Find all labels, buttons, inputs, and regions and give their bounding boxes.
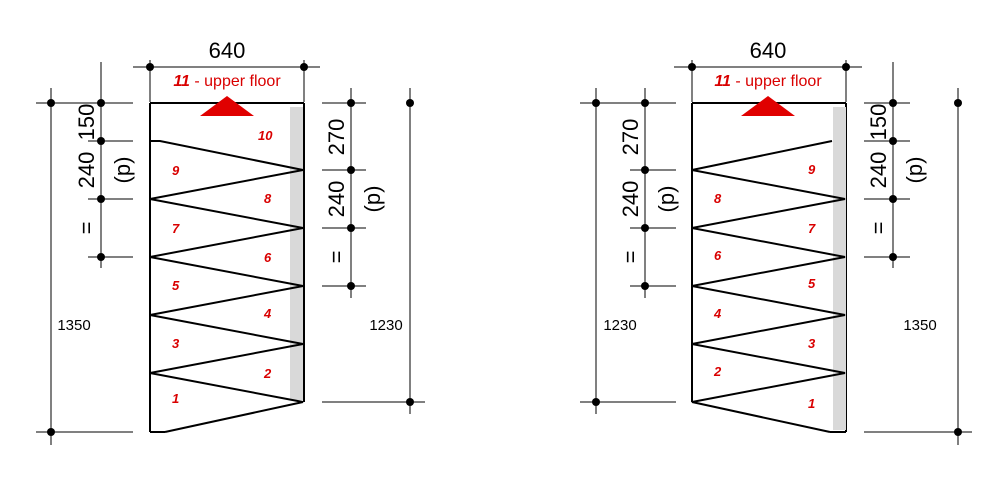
right-step-1: 1 (808, 396, 815, 411)
right-upper-floor-label: 11 - upper floor (714, 73, 822, 90)
right-step-7: 7 (808, 221, 816, 236)
left-upper-floor-label: 11 - upper floor (173, 73, 281, 90)
left-p-top: (p) (110, 157, 135, 184)
left-dim-240: 240 (74, 152, 99, 189)
left-side-equal: = (618, 251, 643, 264)
left-step-10: 10 (258, 128, 273, 143)
right-stair-plan: 640 11 - upper floor 1 2 3 4 5 6 7 8 9 1… (580, 38, 972, 445)
right-dim-150: 150 (866, 104, 891, 141)
left-stair-plan: 640 11 - upper floor 1 2 3 4 5 6 7 8 9 1… (36, 38, 425, 445)
left-side-dim-270: 270 (618, 119, 643, 156)
left-equal: = (74, 222, 99, 235)
right-total-len: 1350 (903, 317, 936, 334)
left-run-len: 1230 (369, 317, 402, 334)
left-step-9: 9 (172, 163, 180, 178)
right-step-2: 2 (713, 364, 722, 379)
right-up-arrow-icon (741, 96, 795, 116)
left-step-4: 4 (263, 306, 272, 321)
right-side-dim-240: 240 (324, 181, 349, 218)
right-step-9: 9 (808, 162, 816, 177)
left-step-5: 5 (172, 278, 180, 293)
right-step-3: 3 (808, 336, 816, 351)
right-step-6: 6 (714, 248, 722, 263)
left-dim-150: 150 (74, 104, 99, 141)
left-up-arrow-icon (200, 96, 254, 116)
right-step-4: 4 (713, 306, 722, 321)
right-side-equal: = (324, 251, 349, 264)
right-dim-240: 240 (866, 152, 891, 189)
left-side-dim-240: 240 (618, 181, 643, 218)
left-wall (290, 107, 303, 400)
right-step-8: 8 (714, 191, 722, 206)
right-p-top: (p) (902, 157, 927, 184)
left-step-2: 2 (263, 366, 272, 381)
right-equal: = (866, 222, 891, 235)
left-step-8: 8 (264, 191, 272, 206)
left-side-p: (p) (654, 186, 679, 213)
right-side-p: (p) (360, 186, 385, 213)
left-step-7: 7 (172, 221, 180, 236)
left-width-dim: 640 (209, 38, 246, 63)
right-steps (691, 140, 846, 433)
left-step-1: 1 (172, 391, 179, 406)
right-side-dim-270: 270 (324, 119, 349, 156)
left-step-3: 3 (172, 336, 180, 351)
right-wall (833, 107, 846, 430)
right-step-5: 5 (808, 276, 816, 291)
left-total-len: 1350 (57, 317, 90, 334)
left-steps (149, 140, 304, 433)
right-width-dim: 640 (750, 38, 787, 63)
left-step-6: 6 (264, 250, 272, 265)
right-run-len: 1230 (603, 317, 636, 334)
